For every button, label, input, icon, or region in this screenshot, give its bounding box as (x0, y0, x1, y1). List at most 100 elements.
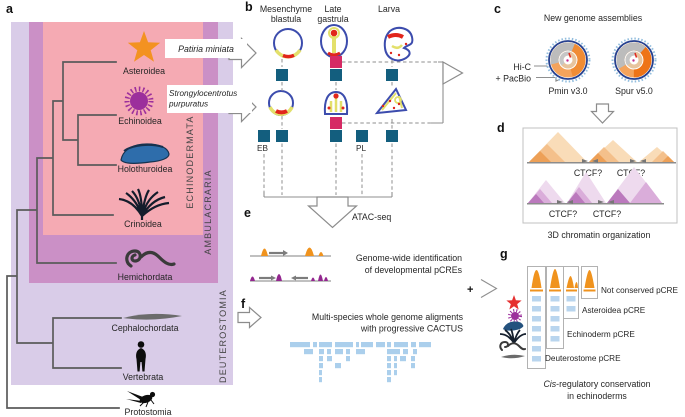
sea-star-icon (127, 31, 161, 62)
hic-label: Hi-C (513, 62, 531, 72)
panel-a: Asteroidea Echinoidea Holothuroidea Crin… (6, 22, 257, 417)
panel-letter-c: c (494, 2, 501, 16)
panel-letter-a: a (6, 2, 14, 16)
stage-blastula: blastula (271, 14, 301, 24)
panel-letter-g: g (500, 247, 508, 261)
clade-ambulacraria: AMBULACRARIA (203, 169, 213, 254)
panel-b: Mesenchyme blastula Late gastrula Larva (257, 4, 464, 229)
pcre-caption-line2: of developmental pCREs (365, 265, 463, 275)
stage-mesenchyme: Mesenchyme (260, 4, 312, 14)
human-icon (136, 341, 146, 372)
strongylocentrotus-callout-line2: purpuratus (168, 100, 208, 109)
taxon-asteroidea: Asteroidea (123, 66, 165, 76)
sample-square-larva1 (386, 69, 398, 81)
mini-crinoid-icon (499, 328, 527, 344)
stage-late: Late (324, 4, 341, 14)
patiria-callout-box (165, 39, 247, 58)
mini-sea-star-icon (506, 295, 522, 310)
atac-funnel-arrow (306, 196, 359, 229)
conservation-caption-line2: in echinoderms (567, 391, 627, 401)
panel-f: Multi-species whole genome aligments wit… (237, 306, 464, 383)
lancelet-icon (123, 313, 182, 320)
mini-lancelet-icon (501, 354, 525, 359)
panel-e: Genome-wide identification of developmen… (250, 247, 463, 282)
taxon-protostomia: Protostomia (125, 407, 172, 417)
sp-gastrula-drawing (323, 90, 349, 115)
sample-square-larva2 (386, 130, 398, 142)
sample-square-blastula1 (276, 69, 288, 81)
sample-square-pl (356, 130, 368, 142)
pmin-version-label: Pmin v3.0 (548, 86, 587, 96)
mini-hemichordate-icon (499, 340, 526, 351)
pcre-label-asteroidea: Asteroidea pCRE (582, 306, 646, 315)
strongylocentrotus-callout-line1: Strongylocentrotus (169, 89, 237, 98)
sea-cucumber-icon (120, 143, 170, 164)
timepoint-eb: EB (257, 144, 268, 153)
clade-deuterostomia: DEUTEROSTOMIA (218, 289, 228, 383)
sp-blastula-drawing (268, 90, 294, 116)
sea-urchin-icon (124, 86, 154, 116)
timepoint-pl: PL (356, 144, 366, 153)
tad-triangles-purple (527, 167, 664, 205)
panel-letter-b: b (245, 0, 253, 14)
pacbio-label: + PacBio (496, 74, 532, 84)
pcre-caption-line1: Genome-wide identification (356, 253, 462, 263)
sample-square-pink-gastrula1 (330, 56, 342, 68)
stage-larva: Larva (378, 4, 400, 14)
cis-italic: Cis (543, 379, 556, 389)
alignment-blocks (290, 342, 431, 383)
fly-icon (126, 391, 156, 408)
crinoid-icon (118, 188, 170, 220)
pcre-label-deuterostome: Deuterostome pCRE (545, 354, 621, 363)
stage-gastrula: gastrula (317, 14, 348, 24)
ctcf-label-3: CTCF? (549, 209, 577, 219)
pcre-columns (527, 266, 598, 369)
tad-triangles-orange (527, 132, 676, 164)
patiria-callout: Patiria miniata (178, 44, 234, 54)
conservation-caption-line1: Cis-regulatory conservation (543, 379, 650, 389)
pcre-label-echinoderm: Echinoderm pCRE (567, 330, 635, 339)
mini-sea-urchin-icon (508, 309, 522, 323)
caption-rest: -regulatory conservation (556, 379, 650, 389)
taxon-cephalochordata: Cephalochordata (111, 323, 178, 333)
sample-square-blastula2 (276, 130, 288, 142)
clade-echinodermata: ECHINODERMATA (185, 115, 195, 208)
taxon-holothuroidea: Holothuroidea (118, 164, 173, 174)
sample-square-gastrula2 (330, 130, 342, 142)
chromatin-caption: 3D chromatin organization (548, 230, 651, 240)
sample-square-gastrula1 (330, 69, 342, 81)
ctcf-label-1: CTCF? (574, 168, 602, 178)
panel-letter-d: d (497, 121, 505, 135)
atac-collector-line (263, 192, 393, 198)
panel-d: CTCF? CTCF? CTCF? CTCF? 3D chromatin org… (522, 127, 678, 240)
pm-gastrula-drawing (320, 24, 348, 58)
down-chevron-arrow (590, 103, 615, 124)
pm-larva-drawing (383, 26, 414, 62)
sample-square-eb (258, 130, 270, 142)
panel-c: New genome assemblies Hi-C + PacBio (496, 13, 657, 124)
atac-seq-label: ATAC-seq (352, 212, 391, 222)
panel-letter-f: f (241, 297, 246, 311)
mini-sea-cucumber-icon (503, 321, 524, 331)
plus-sign: + (467, 284, 473, 296)
sp-pluteus-drawing (374, 87, 408, 115)
taxon-hemichordata: Hemichordata (118, 272, 173, 282)
conservation-open-arrow (480, 279, 498, 298)
sample-dashed-lines (263, 59, 438, 195)
strongylocentrotus-callout-box (167, 85, 252, 113)
genome-assemblies-title: New genome assemblies (544, 13, 643, 23)
atac-track-orange (250, 247, 331, 257)
taxon-vertebrata: Vertebrata (123, 372, 164, 382)
pm-blastula-drawing (273, 28, 303, 59)
pmin-assembly-plot (545, 37, 591, 83)
panel-letter-e: e (244, 206, 251, 220)
panel-g: Not conserved pCRE Asteroidea pCRE Echin… (480, 266, 678, 401)
hemichordate-worm-icon (125, 249, 176, 268)
spur-version-label: Spur v5.0 (615, 86, 653, 96)
sample-square-pink-gastrula2 (330, 117, 342, 129)
spur-assembly-plot (611, 37, 657, 83)
taxon-crinoidea: Crinoidea (124, 219, 162, 229)
cactus-caption-line1: Multi-species whole genome aligments (312, 312, 464, 322)
hic-bracket (431, 61, 444, 124)
